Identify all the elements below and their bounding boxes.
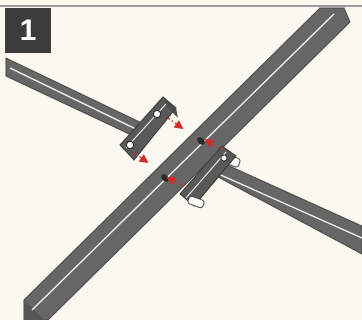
left-arm-rail [5,57,149,141]
main-rail [23,7,351,320]
right-bracket-screw [187,195,205,209]
arrow-upper-left [164,115,184,130]
arrow-lower-left [132,151,149,164]
left-bracket-screw-hole-lower [126,141,134,149]
top-rule [0,5,362,7]
main-rail-slot-upper [197,137,205,145]
right-bracket [179,145,237,209]
assembly-arrows [132,115,223,189]
left-bracket-screw-hole-upper [153,110,161,118]
left-bracket [119,96,178,161]
arrow-upper-right [204,138,223,151]
right-bracket-screw-hole [220,154,228,162]
step-number-badge: 1 [5,8,51,53]
right-arm-rail [204,153,362,255]
